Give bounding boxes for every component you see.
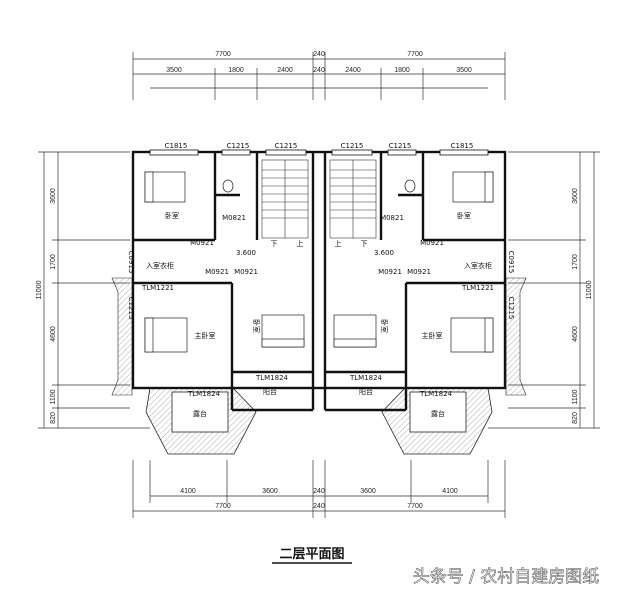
dim-left-seg-5: 820: [50, 412, 57, 424]
label-tlm1824-left-2: TLM1824: [187, 390, 221, 398]
label-tlm1221-right: TLM1221: [461, 284, 494, 292]
dim-top-seg-5: 2400: [345, 67, 361, 74]
dim-left-total: 11000: [36, 280, 43, 299]
label-c1215-side-right: C1215: [507, 297, 515, 320]
toilets: [222, 179, 416, 193]
eave-right-hatch: [505, 277, 527, 396]
stair-right: [329, 159, 377, 239]
beds: [144, 171, 494, 353]
side-dimension-chains: [38, 151, 600, 429]
stair-left: [261, 159, 309, 239]
dim-top-seg-7: 3500: [456, 67, 472, 74]
room-terrace-left: 露台: [193, 409, 207, 418]
label-m0821-left: M0821: [222, 214, 246, 222]
room-master-left: 主卧室: [195, 331, 216, 340]
label-tlm1824-right-2: TLM1824: [419, 390, 453, 398]
label-tlm1221-left: TLM1221: [141, 284, 174, 292]
room-closet-left: 入室衣柜: [146, 261, 174, 270]
level-mark-right: 3.600: [374, 249, 394, 257]
dim-left-seg-1: 3600: [50, 188, 57, 204]
label-m0821-right: M0821: [380, 214, 404, 222]
dim-top-total-left: 7700: [215, 51, 231, 58]
stair-down-left: 下: [271, 240, 278, 248]
label-m0921-left-1: M0921: [190, 239, 214, 247]
dim-right-seg-5: 820: [572, 412, 579, 424]
stair-up-right: 上: [335, 239, 342, 248]
dim-bottom-seg-3: 240: [313, 488, 325, 495]
dim-bottom-total-left: 7700: [215, 503, 231, 510]
label-c0915-left: C0915: [127, 251, 135, 274]
dim-bottom-total-mid: 240: [313, 503, 325, 510]
dim-right-seg-1: 3600: [572, 188, 579, 204]
dim-top-seg-6: 1800: [394, 67, 410, 74]
room-balcony-right: 阳台: [359, 387, 373, 396]
dim-left-seg-2: 1700: [50, 254, 57, 270]
room-bedroom-mid-left: 卧室: [252, 319, 261, 333]
drawing-caption: 二层平面图: [279, 547, 344, 562]
stair-down-right: 下: [361, 240, 368, 248]
dim-top-seg-1: 3500: [166, 67, 182, 74]
label-m0921-right-2: M0921: [407, 268, 431, 276]
dim-bottom-seg-5: 4100: [442, 488, 458, 495]
label-c1215-right-1: C1215: [389, 142, 412, 150]
dim-bottom-seg-2: 3600: [262, 488, 278, 495]
watermark-text: 头条号 / 农村自建房图纸: [413, 567, 600, 587]
label-c1215-left-1: C1215: [227, 142, 250, 150]
dim-right-seg-3: 4600: [572, 326, 579, 342]
dim-top-seg-4: 240: [313, 67, 325, 74]
dim-bottom-seg-4: 3600: [360, 488, 376, 495]
room-terrace-right: 露台: [431, 409, 445, 418]
dim-top-total-right: 7700: [407, 51, 423, 58]
terrace-left-slab: [171, 391, 229, 433]
dim-top-total-mid: 240: [313, 51, 325, 58]
dim-right-seg-2: 1700: [572, 254, 579, 270]
label-c0915-right: C0915: [507, 251, 515, 274]
label-c1215-side-left: C1215: [127, 297, 135, 320]
eave-left-hatch: [111, 277, 133, 396]
dim-bottom-total-right: 7700: [407, 503, 423, 510]
terrace-right-slab: [409, 391, 467, 433]
label-m0921-left-2: M0921: [205, 268, 229, 276]
label-m0921-right-1: M0921: [420, 239, 444, 247]
label-m0921-right-3: M0921: [378, 268, 402, 276]
windows-top: [149, 149, 489, 156]
label-c1215-left-2: C1215: [275, 142, 298, 150]
dim-right-total: 11000: [586, 280, 593, 299]
stair-up-left: 上: [297, 239, 304, 248]
bottom-dimension-chain: [132, 460, 506, 518]
room-bedroom-left: 卧室: [165, 211, 179, 220]
room-closet-right: 入室衣柜: [464, 261, 492, 270]
top-dimension-chain: [132, 52, 506, 100]
dim-right-seg-4: 1100: [572, 389, 579, 404]
label-c1815-left: C1815: [165, 142, 188, 150]
room-bedroom-mid-right: 卧室: [380, 319, 389, 333]
dim-top-seg-2: 1800: [228, 67, 244, 74]
dim-left-seg-3: 4600: [50, 326, 57, 342]
dim-top-seg-3: 2400: [277, 67, 293, 74]
dim-bottom-seg-1: 4100: [180, 488, 196, 495]
label-c1815-right: C1815: [451, 142, 474, 150]
room-bedroom-right: 卧室: [457, 211, 471, 220]
label-m0921-left-3: M0921: [234, 268, 258, 276]
label-tlm1824-right-1: TLM1824: [349, 374, 383, 382]
walls: [131, 150, 507, 412]
room-balcony-left: 阳台: [263, 387, 277, 396]
label-tlm1824-left-1: TLM1824: [255, 374, 289, 382]
room-master-right: 主卧室: [422, 331, 443, 340]
dim-left-seg-4: 1100: [50, 389, 57, 404]
label-c1215-right-2: C1215: [341, 142, 364, 150]
level-mark-left: 3.600: [236, 249, 256, 257]
